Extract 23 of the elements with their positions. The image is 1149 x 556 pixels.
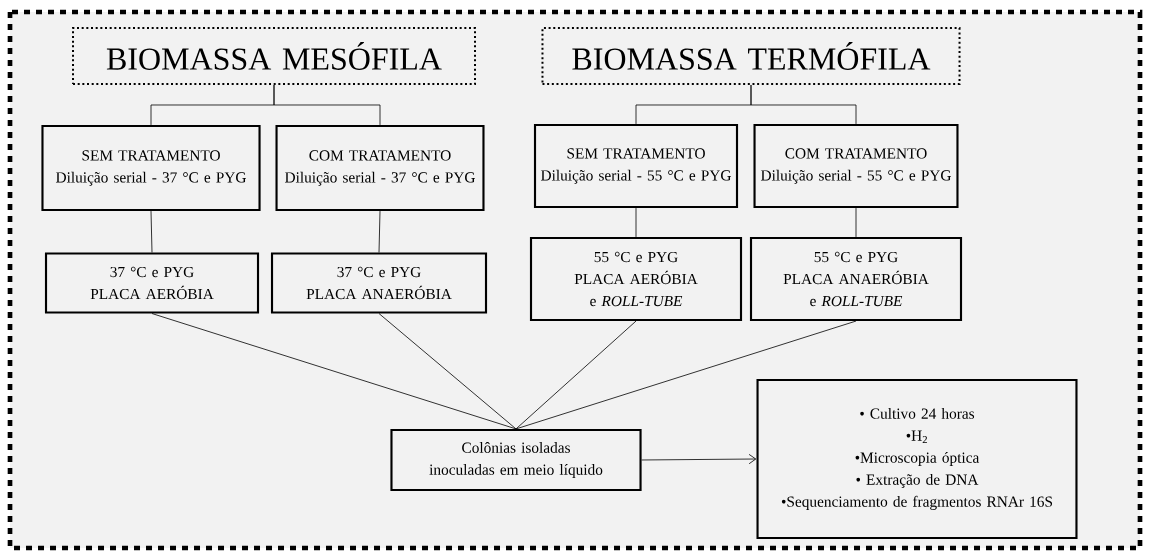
connector-line: [378, 313, 517, 430]
connector-line: [855, 207, 857, 238]
process-box: SEM TRATAMENTO Diluição serial - 55 °C e PYG: [533, 123, 739, 209]
connector-line: [515, 320, 637, 430]
process-box: SEM TRATAMENTO Diluição serial - 37 °C e PYG: [41, 124, 261, 212]
connector-line: [151, 313, 517, 430]
connector-line: [635, 207, 637, 238]
connector-line: [641, 454, 757, 465]
connector-line: [750, 84, 857, 125]
connector-line: [515, 320, 857, 430]
process-box: 37 °C e PYG PLACA AERÓBIA: [44, 252, 260, 314]
connector-line: [378, 210, 381, 253]
process-box: 37 °C e PYG PLACA ANAERÓBIA: [270, 252, 488, 314]
connector-line: [273, 84, 381, 126]
process-box: 55 °C e PYG PLACA ANAERÓBIA e ROLL-TUBE: [749, 236, 963, 322]
connector-line: [150, 210, 153, 253]
process-box: • Cultivo 24 horas •H$_{2}$ •Microscopia óptica • Extração de DNA •Sequenciamento de fragmentos RNAr 16S: [756, 378, 1078, 540]
process-box: 55 °C e PYG PLACA AERÓBIA e ROLL-TUBE: [529, 236, 743, 322]
heading-box: BIOMASSA MESÓFILA: [72, 27, 476, 85]
process-box: COM TRATAMENTO Diluição serial - 37 °C e PYG: [275, 124, 485, 212]
process-box: Colônias isoladas inoculadas em meio líquido: [390, 428, 642, 492]
heading-box: BIOMASSA TERMÓFILA: [541, 27, 961, 85]
process-box: COM TRATAMENTO Diluição serial - 55 °C e PYG: [753, 123, 959, 209]
